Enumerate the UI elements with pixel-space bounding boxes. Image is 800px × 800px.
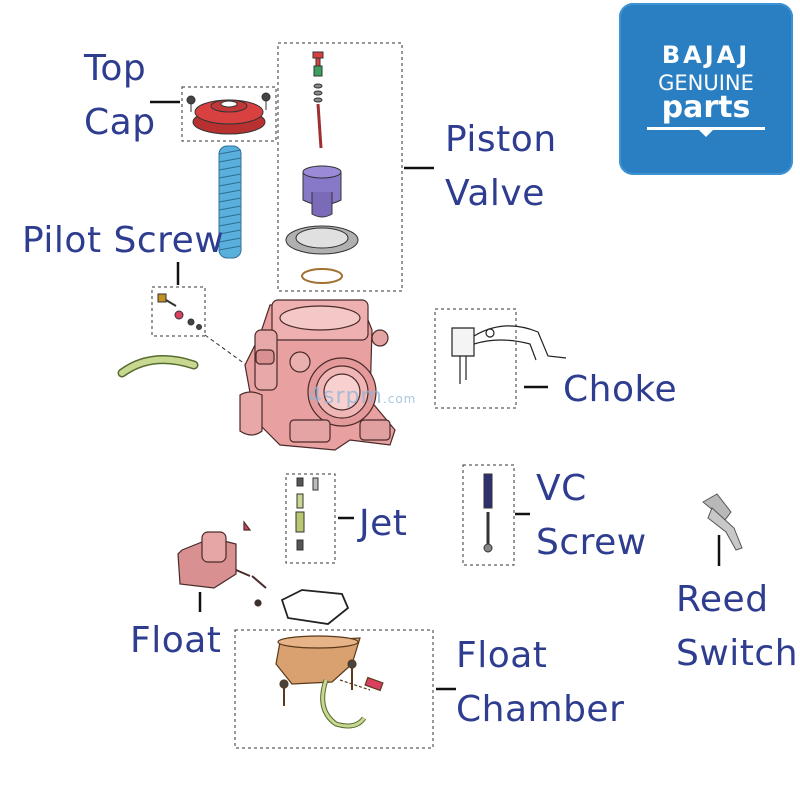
gasket-part bbox=[280, 589, 350, 625]
label-top-cap-line1: Top bbox=[84, 48, 147, 89]
spring-part bbox=[218, 145, 242, 259]
vc-screw-box bbox=[462, 464, 515, 566]
label-piston-valve: Piston Valve bbox=[445, 113, 557, 221]
logo-brand: BAJAJ bbox=[661, 41, 751, 69]
bajaj-genuine-parts-logo: BAJAJ GENUINE parts bbox=[619, 3, 793, 175]
label-reed-switch-line2: Switch bbox=[676, 633, 799, 674]
vc-screw-part bbox=[483, 473, 493, 553]
watermark: 4srpm.com bbox=[308, 384, 416, 409]
choke-part bbox=[451, 325, 567, 384]
label-float-chamber-line1: Float bbox=[456, 635, 548, 676]
piston-valve-parts bbox=[285, 51, 359, 284]
label-piston-valve-line1: Piston bbox=[445, 119, 557, 160]
label-vc-screw-line2: Screw bbox=[536, 522, 647, 563]
label-reed-switch-line1: Reed bbox=[676, 579, 769, 620]
label-vc-screw: VC Screw bbox=[536, 462, 647, 570]
label-top-cap: Top Cap bbox=[84, 42, 156, 150]
jet-box bbox=[285, 473, 336, 564]
label-piston-valve-line2: Valve bbox=[445, 173, 545, 214]
float-chamber-box bbox=[234, 629, 434, 749]
float-part bbox=[177, 520, 267, 607]
watermark-main: 4srpm bbox=[308, 384, 383, 409]
label-choke: Choke bbox=[563, 369, 678, 410]
logo-arrow-icon bbox=[699, 130, 713, 137]
label-vc-screw-line1: VC bbox=[536, 468, 587, 509]
top-cap-part bbox=[186, 92, 271, 135]
reed-switch-part bbox=[702, 493, 743, 551]
label-float-chamber: Float Chamber bbox=[456, 629, 624, 737]
logo-parts: parts bbox=[661, 90, 751, 125]
watermark-suffix: .com bbox=[382, 392, 417, 406]
label-float: Float bbox=[130, 620, 222, 661]
label-pilot-screw: Pilot Screw bbox=[22, 220, 225, 261]
piston-valve-box bbox=[277, 42, 403, 292]
label-reed-switch: Reed Switch bbox=[676, 573, 798, 681]
logo-underline bbox=[647, 127, 765, 130]
choke-box bbox=[434, 308, 517, 409]
top-cap-box bbox=[181, 86, 277, 142]
label-top-cap-line2: Cap bbox=[84, 102, 156, 143]
jet-parts bbox=[295, 477, 319, 551]
label-float-chamber-line2: Chamber bbox=[456, 689, 625, 730]
pilot-screw-box bbox=[151, 286, 206, 337]
carburetor-body bbox=[239, 299, 396, 451]
label-jet: Jet bbox=[359, 503, 408, 544]
float-chamber-part bbox=[275, 635, 384, 729]
logo-genuine: GENUINE bbox=[658, 71, 754, 95]
